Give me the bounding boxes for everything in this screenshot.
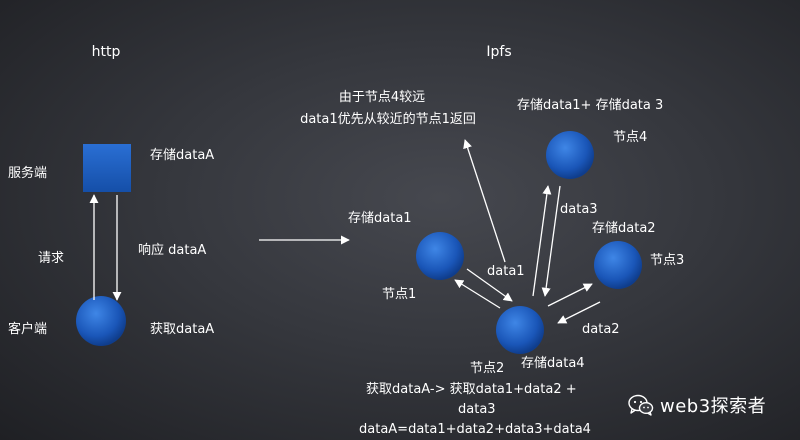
far-node-note-line2: data1优先从较近的节点1返回 bbox=[300, 112, 476, 127]
ipfs-fetch-line1: 获取dataA-> 获取data1+data2 + bbox=[366, 382, 577, 397]
node3-label: 节点3 bbox=[650, 253, 685, 268]
node2-label: 节点2 bbox=[470, 361, 505, 376]
node1-circle bbox=[416, 232, 464, 280]
node4-store-label: 存储data1+ 存储data 3 bbox=[517, 98, 664, 113]
far-node-note-line1: 由于节点4较远 bbox=[338, 90, 426, 105]
ipfs-fetch-line3: dataA=data1+data2+data3+data4 bbox=[359, 422, 591, 437]
node1-label: 节点1 bbox=[382, 287, 417, 302]
ipfs-fetch-line2: data3 bbox=[458, 402, 496, 417]
node1-to-node2-arrow bbox=[466, 268, 513, 302]
node2-to-node4-arrow bbox=[532, 185, 552, 297]
server-store-label: 存储dataA bbox=[150, 148, 215, 163]
node4-circle bbox=[546, 131, 594, 179]
request-label: 请求 bbox=[38, 251, 65, 266]
node3-store-label: 存储data2 bbox=[592, 221, 656, 236]
server-label: 服务端 bbox=[8, 166, 48, 181]
node2-to-node1-arrow bbox=[454, 279, 501, 309]
node2-circle bbox=[496, 306, 544, 354]
ipfs-title: Ipfs bbox=[486, 44, 512, 60]
client-fetch-label: 获取dataA bbox=[150, 322, 215, 337]
node1-store-label: 存储data1 bbox=[348, 211, 412, 226]
node4-label: 节点4 bbox=[613, 130, 648, 145]
node3-to-node2-arrow bbox=[557, 301, 601, 324]
watermark: web3探索者 bbox=[628, 393, 766, 417]
http-title: http bbox=[91, 44, 121, 60]
server-box bbox=[83, 144, 131, 192]
watermark-text: web3探索者 bbox=[660, 396, 767, 417]
node2-to-node3-arrow bbox=[547, 283, 593, 307]
node4-to-node2-arrow bbox=[541, 185, 561, 297]
response-label: 响应 dataA bbox=[138, 243, 207, 258]
data2-arrow-label: data2 bbox=[582, 322, 620, 337]
node3-circle bbox=[594, 241, 642, 289]
client-label: 客户端 bbox=[8, 322, 48, 337]
client-node bbox=[76, 296, 126, 346]
node2-store-label: 存储data4 bbox=[521, 356, 585, 371]
data3-arrow-label: data3 bbox=[560, 202, 598, 217]
far-node-note-arrow bbox=[463, 139, 506, 263]
data1-arrow-label: data1 bbox=[487, 264, 525, 279]
wechat-icon bbox=[628, 394, 654, 416]
